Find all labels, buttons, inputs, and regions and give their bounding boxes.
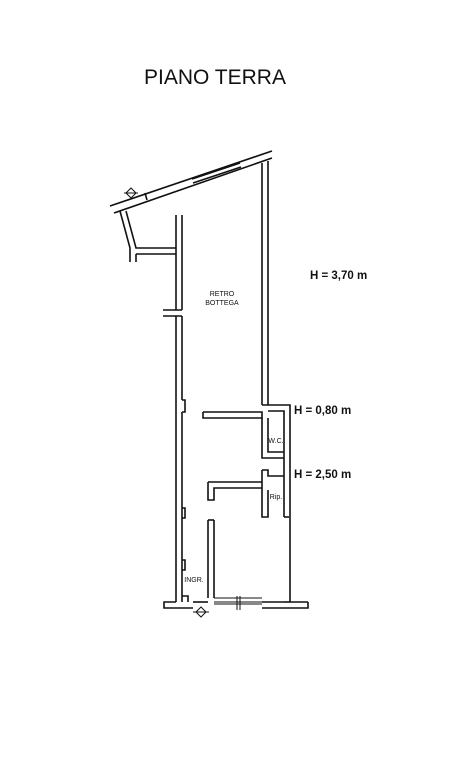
room-label-retro: RETRO [210,291,235,298]
north-wall [109,150,273,214]
top-entrance-arrow-icon [124,187,138,199]
plan-title: PIANO TERRA [144,66,286,89]
height-label-main: H = 3,70 m [310,270,367,282]
storage-room [207,469,284,518]
room-label-ingr: INGR. [184,577,204,584]
entrance-detail [182,559,189,602]
south-wall [193,596,309,610]
west-wall [163,215,193,609]
east-wall [261,161,308,603]
room-label-wc: W.C. [268,438,283,445]
height-label-rip: H = 2,50 m [294,469,351,481]
room-label-rip: Rip. [270,494,283,501]
shop-room [207,519,262,599]
north-window [191,162,242,184]
room-label-bottega: BOTTEGA [205,300,239,307]
bottom-entrance-arrow-icon [193,606,209,618]
wc-room [261,418,284,459]
height-label-wc: H = 0,80 m [294,405,351,417]
partition-stub [202,411,263,419]
left-niche [119,210,176,262]
